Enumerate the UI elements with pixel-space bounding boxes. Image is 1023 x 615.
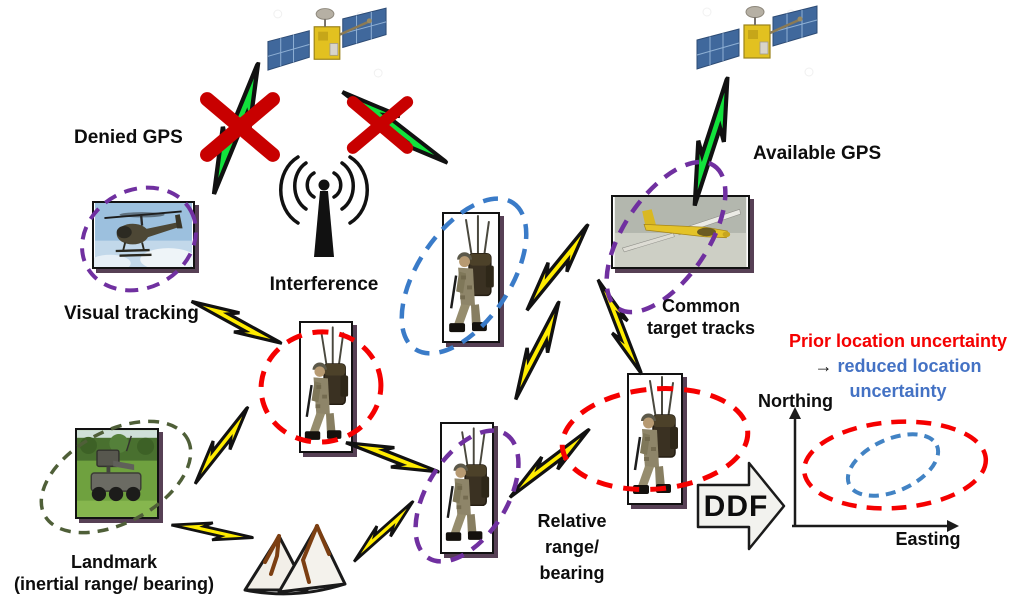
soldier-radio-node-center [299,321,353,453]
comm-bolt-mountains-soldier [352,499,415,563]
denied-gps-label: Denied GPS [74,127,183,148]
fixed-wing-uav-icon [614,197,747,267]
mountains-icon [243,524,347,596]
soldier-radio-node-top [442,212,500,343]
uncertainty-word: uncertainty [849,381,947,402]
comm-bolt-soldier-uav-lower [514,300,561,401]
landmark-line2: (inertial range/ bearing) [13,573,215,594]
mountains-landmark [241,516,349,596]
landmark-label: Landmark (inertial range/ bearing) [3,552,225,596]
uncertainty-plot [768,403,989,538]
gps-satellite-denied-image [264,2,390,86]
comm-bolt-soldier-soldier-sw [345,441,440,474]
relative-line1: Relative [537,511,607,531]
gps-satellite-available-image [693,0,821,85]
uncertainty-caption: Prior location uncertainty → reduced loc… [778,329,1018,405]
soldier-radio-node-right [627,373,683,505]
reduced-uncertainty-ellipse [845,432,941,498]
soldier-radio-icon [304,326,349,440]
jammer-box [263,155,385,273]
helicopter-icon [94,203,193,267]
common-line2: target tracks [646,317,756,338]
comm-bolt-soldier-uav-upper [525,222,590,312]
relative-line3: bearing [539,563,605,584]
soldier-radio-node-bottom [440,422,494,554]
comm-bolt-ugv-soldier [193,405,250,485]
visual-tracking-label: Visual tracking [64,303,199,324]
relative-line2: range/ [544,537,600,558]
common-target-tracks-label: Common target tracks [640,296,762,340]
soldier-radio-icon [633,376,678,494]
satellite-icon [693,0,821,85]
red-x-icon-left [200,92,280,162]
arrow-glyph: → [814,356,833,377]
ugv-image [75,428,159,519]
comm-bolt-uav-soldier-vertical [596,278,643,376]
landmark-line1: Landmark [70,552,158,572]
reduced-uncertainty-label: → reduced location [778,354,1018,379]
prior-uncertainty-ellipse [801,419,989,511]
interference-label: Interference [269,274,379,295]
comm-bolt-soldier-soldier-se [508,427,591,499]
satellite-icon [264,2,390,86]
common-line1: Common [662,296,740,316]
soldier-radio-icon [445,427,490,541]
helicopter-uav-image [92,201,195,269]
jammer-antenna-icon [263,155,385,273]
ddf-label: DDF [703,490,769,523]
red-x-icon-right [346,96,414,154]
available-gps-label: Available GPS [753,143,882,164]
easting-arrowhead [947,520,959,532]
prior-uncertainty-label: Prior location uncertainty [788,331,1008,351]
reduced-location-text: reduced location [837,356,982,377]
ugv-icon [77,430,157,517]
northing-arrowhead [789,407,801,419]
easting-axis-label: Easting [895,529,961,549]
soldier-radio-icon [449,214,494,333]
relative-range-bearing-label: Relative range/ bearing [524,508,620,586]
fixed-wing-uav-image [611,195,750,269]
northing-axis-label: Northing [758,391,833,411]
